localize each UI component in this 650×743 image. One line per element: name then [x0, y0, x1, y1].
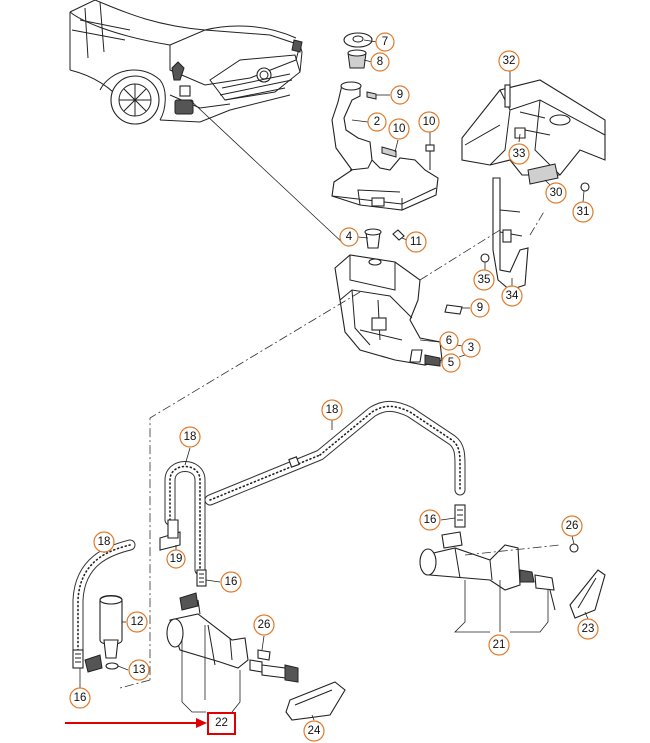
callout-label: 16: [225, 576, 238, 588]
callout: 35: [473, 269, 495, 291]
callout: 18: [93, 531, 115, 553]
callout: 34: [501, 285, 523, 307]
callout: 10: [388, 118, 410, 140]
callout: 24: [303, 720, 325, 742]
callout-label: 31: [577, 206, 590, 218]
callout: 18: [179, 426, 201, 448]
callout-label: 3: [468, 342, 474, 354]
callout-labels: 7 8 9 2 10 10 4 11 32 33 30 31 35 34 9 6…: [69, 32, 599, 742]
lock-carrier-bracket: [461, 79, 606, 291]
callout: 16: [419, 509, 441, 531]
callout: 26: [253, 614, 275, 636]
highlight-arrow: [65, 718, 207, 728]
callout-label: 9: [477, 302, 483, 314]
callout: 8: [370, 52, 390, 72]
highlight-box-22: [207, 712, 236, 735]
callout-label: 2: [374, 116, 380, 128]
callout: 18: [321, 399, 343, 421]
leader-lines: [79, 39, 589, 721]
callout: 13: [128, 659, 150, 681]
callout-label: 16: [74, 692, 87, 704]
callout-label: 19: [170, 553, 183, 565]
callout-label: 12: [131, 616, 144, 628]
callout: 31: [572, 201, 594, 223]
callout: 12: [126, 611, 148, 633]
callout-label: 18: [98, 536, 111, 548]
highlighted-part-label: 22: [215, 717, 228, 729]
callout: 23: [577, 618, 599, 640]
callout-label: 26: [258, 619, 271, 631]
callout: 5: [441, 353, 461, 373]
callout-label: 23: [582, 623, 595, 635]
callout-label: 33: [513, 148, 526, 160]
callout: 16: [220, 571, 242, 593]
callout-label: 35: [478, 274, 491, 286]
callout: 30: [545, 182, 567, 204]
callout-label: 9: [397, 89, 403, 101]
callout: 3: [461, 338, 481, 358]
callout: 10: [418, 111, 440, 133]
callout: 9: [470, 298, 490, 318]
washer-fluid-reservoir: [331, 32, 439, 249]
callout-label: 34: [506, 290, 519, 302]
callout-label: 24: [308, 725, 321, 737]
callout-label: 13: [133, 664, 146, 676]
callout-label: 16: [424, 514, 437, 526]
callout-label: 11: [410, 236, 422, 248]
callout-label: 18: [184, 431, 197, 443]
main-washer-hose: [204, 400, 466, 528]
car-front-illustration: [69, 0, 303, 125]
callout: 4: [339, 227, 359, 247]
callout: 16: [69, 687, 91, 709]
callout-label: 32: [503, 55, 516, 67]
callout-label: 30: [550, 187, 563, 199]
callout: 11: [405, 231, 427, 253]
callout: 32: [498, 50, 520, 72]
callout: 7: [375, 32, 395, 52]
left-washer-assembly: [72, 461, 346, 721]
callout: 9: [390, 85, 410, 105]
callout: 19: [166, 549, 186, 569]
callout-label: 8: [377, 56, 383, 68]
callout-label: 5: [448, 357, 454, 369]
callout-label: 18: [326, 404, 339, 416]
callout-label: 10: [393, 123, 406, 135]
callout-label: 10: [423, 116, 436, 128]
callout: 6: [439, 331, 459, 351]
callout-label: 21: [493, 639, 506, 651]
right-headlight-washer-jet: [419, 531, 606, 619]
callout: 33: [508, 143, 530, 165]
callout-label: 4: [346, 231, 353, 243]
callout: 21: [488, 634, 510, 656]
callout-label: 26: [566, 520, 579, 532]
callout-label: 7: [382, 36, 388, 48]
callout: 26: [561, 515, 583, 537]
callout: 2: [367, 112, 387, 132]
callout-label: 6: [446, 335, 452, 347]
reservoir-housing-bracket: [334, 254, 463, 367]
